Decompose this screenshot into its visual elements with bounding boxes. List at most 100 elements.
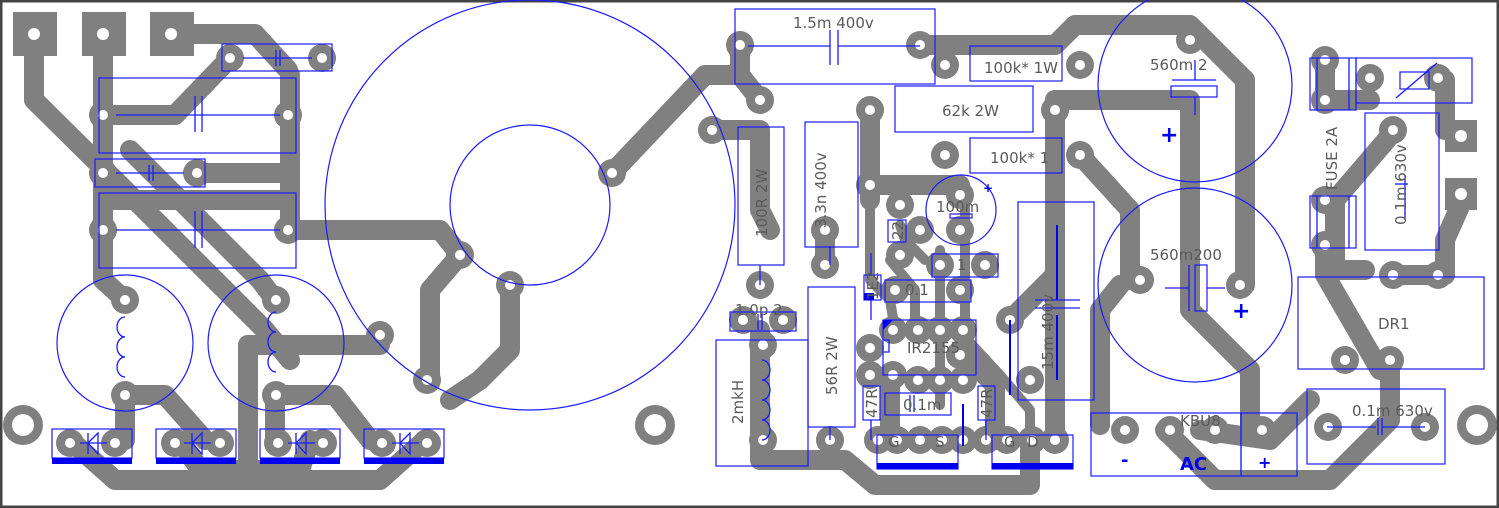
label-c-1e: 1E2 bbox=[864, 271, 882, 300]
drill-hole bbox=[1120, 425, 1130, 435]
drill-hole bbox=[935, 375, 945, 385]
drill-hole bbox=[940, 150, 950, 160]
drill-hole bbox=[758, 340, 768, 350]
drill-hole bbox=[1388, 270, 1398, 280]
label-c-0-1m-630v-bottom: 0.1m 630v bbox=[1352, 402, 1433, 420]
drill-hole bbox=[937, 435, 947, 445]
label-c-100m: 100m bbox=[936, 198, 979, 216]
label-c-560m-bottom: 560m200 bbox=[1150, 246, 1222, 264]
label-c-15m-400v: 15m 400v bbox=[1039, 294, 1057, 370]
label-r-47r-a: 47R bbox=[863, 388, 881, 418]
drill-hole bbox=[935, 260, 945, 270]
drill-hole bbox=[865, 105, 875, 115]
diode-icon bbox=[259, 428, 341, 464]
drill-hole bbox=[955, 285, 965, 295]
drill-hole bbox=[1388, 125, 1398, 135]
drill-hole bbox=[170, 438, 180, 448]
drill-hole bbox=[607, 168, 617, 178]
drill-hole bbox=[1002, 435, 1012, 445]
drill-hole bbox=[1210, 425, 1220, 435]
drill-hole bbox=[820, 260, 830, 270]
drill-hole bbox=[935, 325, 945, 335]
drill-hole bbox=[735, 40, 745, 50]
label-c-560m-top: 560m 2 bbox=[1150, 56, 1208, 74]
label-c-1: 1 bbox=[957, 256, 967, 274]
label-q1-source: S bbox=[935, 433, 945, 451]
label-q2-drain: D bbox=[1027, 433, 1039, 451]
drill-hole bbox=[755, 95, 765, 105]
drill-hole bbox=[120, 390, 130, 400]
drill-hole bbox=[120, 295, 130, 305]
label-c-1-5m-400v: 1.5m 400v bbox=[793, 14, 874, 32]
drill-hole bbox=[1185, 35, 1195, 45]
drill-hole bbox=[865, 180, 875, 190]
drill-hole bbox=[422, 375, 432, 385]
drill-hole bbox=[97, 28, 109, 40]
drill-hole bbox=[865, 343, 875, 353]
drill-hole bbox=[915, 40, 925, 50]
drill-hole bbox=[955, 350, 965, 360]
drill-hole bbox=[1455, 188, 1467, 200]
drill-hole bbox=[888, 325, 898, 335]
drill-hole bbox=[1075, 150, 1085, 160]
drill-hole bbox=[377, 438, 387, 448]
drill-hole bbox=[455, 250, 465, 260]
drill-hole bbox=[1340, 355, 1350, 365]
label-inductor-2mkh: 2mkH bbox=[729, 380, 747, 424]
label-bridge-ac: AC bbox=[1180, 454, 1207, 475]
drill-hole bbox=[375, 330, 385, 340]
drill-hole bbox=[895, 250, 905, 260]
label-c-560m-bottom-plus: + bbox=[1232, 299, 1250, 324]
drill-hole bbox=[110, 438, 120, 448]
label-c-0-1m: 0.1m bbox=[903, 396, 941, 414]
drill-hole bbox=[955, 225, 965, 235]
drill-hole bbox=[1050, 435, 1060, 445]
drill-hole bbox=[820, 225, 830, 235]
label-fuse: FUSE 2A bbox=[1323, 126, 1341, 190]
drill-hole bbox=[98, 110, 108, 120]
drill-hole bbox=[1235, 280, 1245, 290]
drill-hole bbox=[1365, 73, 1375, 83]
drill-hole bbox=[283, 225, 293, 235]
drill-hole bbox=[1027, 435, 1037, 445]
drill-hole bbox=[1385, 355, 1395, 365]
label-c-0-1: 0.1 bbox=[905, 281, 929, 299]
label-r-47r-b: 47R bbox=[978, 388, 996, 418]
drill-hole bbox=[1135, 275, 1145, 285]
drill-hole bbox=[271, 390, 281, 400]
label-bridge-plus: + bbox=[1258, 453, 1271, 472]
component-labels: 1.5m 400v 100k* 1W 62k 2W 100k* 1 560m 2… bbox=[729, 14, 1433, 475]
drill-hole bbox=[895, 200, 905, 210]
drill-hole bbox=[283, 110, 293, 120]
drill-hole bbox=[1050, 105, 1060, 115]
drill-hole bbox=[955, 190, 965, 200]
drill-hole bbox=[215, 438, 225, 448]
label-q1-gate: G bbox=[888, 433, 900, 451]
drill-hole bbox=[28, 28, 40, 40]
label-bridge-part: KBU8 bbox=[1180, 412, 1221, 430]
drill-hole bbox=[271, 295, 281, 305]
drill-hole bbox=[873, 435, 883, 445]
drill-hole bbox=[958, 375, 968, 385]
drill-hole bbox=[915, 435, 925, 445]
drill-hole bbox=[1165, 425, 1175, 435]
label-r-56r-2w: 56R 2W bbox=[823, 336, 841, 395]
drill-hole bbox=[958, 325, 968, 335]
drill-hole bbox=[913, 375, 923, 385]
label-ic-ir2155: IR2155 bbox=[907, 339, 960, 357]
drill-hole bbox=[778, 315, 788, 325]
drill-hole bbox=[98, 168, 108, 178]
label-c-100m-plus: + bbox=[983, 181, 993, 195]
drill-hole bbox=[1320, 195, 1330, 205]
diode-icon bbox=[51, 428, 133, 464]
label-r-100k-1w-a: 100k* 1W bbox=[984, 59, 1058, 77]
drill-hole bbox=[317, 53, 327, 63]
drill-hole bbox=[890, 285, 900, 295]
drill-hole bbox=[1433, 270, 1443, 280]
drill-hole bbox=[1433, 73, 1443, 83]
drill-hole bbox=[1320, 95, 1330, 105]
drill-hole bbox=[273, 438, 283, 448]
label-r-22: 22 bbox=[889, 221, 907, 240]
drill-holes bbox=[28, 28, 1467, 448]
